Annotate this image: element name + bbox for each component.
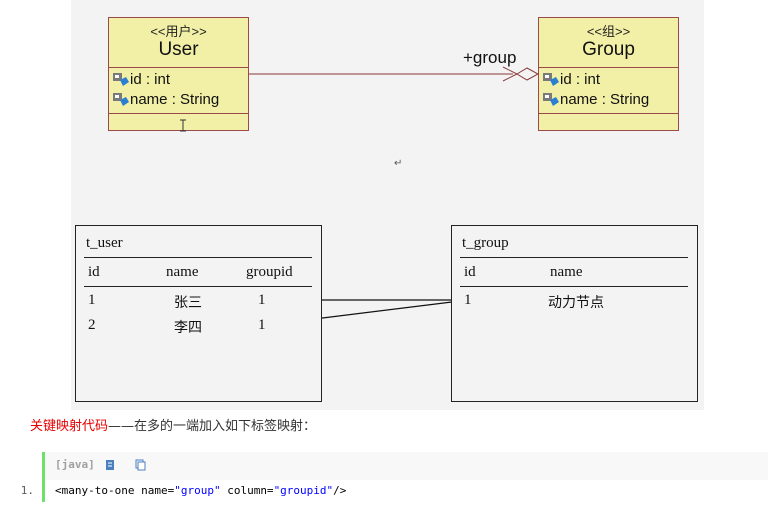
code-tag-close: />: [333, 484, 347, 497]
group-attribute-name: name : String: [539, 90, 678, 110]
column-header-name: name: [166, 264, 199, 280]
group-attribute-name-text: name : String: [560, 91, 650, 108]
uml-class-user-header: <<用户>> User: [109, 18, 248, 68]
table-cell: 动力节点: [548, 295, 604, 311]
table-cell: 李四: [174, 320, 202, 336]
column-header-groupid: groupid: [246, 264, 293, 280]
code-block: [java] 1. <many-to-one name="group" colu…: [0, 452, 770, 502]
column-header-name: name: [550, 264, 583, 280]
attribute-icon: [113, 93, 129, 106]
code-column-value: "groupid": [273, 484, 334, 497]
code-tag-open: <many-to-one name=: [55, 484, 175, 497]
group-class-name: Group: [582, 39, 635, 60]
diagram-image: <<用户>> User id : int name : String <<组>>…: [71, 0, 704, 410]
group-attribute-id-text: id : int: [560, 71, 601, 88]
user-class-name: User: [158, 39, 199, 60]
table-t-group: t_group id name 1 动力节点: [451, 225, 698, 402]
column-header-id: id: [88, 264, 100, 280]
attribute-icon: [543, 93, 559, 106]
caption-highlight: 关键映射代码: [30, 419, 109, 434]
code-line: 1. <many-to-one name="group" column="gro…: [0, 480, 770, 502]
copy-icon[interactable]: [135, 459, 146, 471]
attribute-icon: [543, 73, 559, 86]
uml-class-group: <<组>> Group id : int name : String: [538, 17, 679, 131]
table-rule: [84, 286, 312, 287]
group-attributes: id : int name : String: [539, 68, 678, 114]
caption-text: ——在多的一端加入如下标签映射：: [108, 419, 317, 434]
user-attributes: id : int name : String: [109, 68, 248, 114]
table-cell: 张三: [174, 295, 202, 311]
column-header-id: id: [464, 264, 476, 280]
group-stereotype: <<组>>: [586, 24, 631, 39]
user-attribute-name: name : String: [109, 90, 248, 110]
code-toolbar: [java]: [42, 452, 768, 480]
table-rule: [84, 257, 312, 258]
table-cell: 1: [258, 292, 266, 308]
caption: 关键映射代码——在多的一端加入如下标签映射：: [30, 415, 316, 434]
table-rule: [460, 257, 688, 258]
table-cell: 1: [258, 317, 266, 333]
aggregation-diamond: [516, 67, 540, 81]
user-attribute-id: id : int: [109, 70, 248, 90]
uml-class-user: <<用户>> User id : int name : String: [108, 17, 249, 131]
user-stereotype: <<用户>>: [150, 24, 207, 39]
user-attribute-name-text: name : String: [130, 91, 220, 108]
uml-class-group-header: <<组>> Group: [539, 18, 678, 68]
code-column-attr: column=: [220, 484, 274, 497]
table-cell: 1: [464, 292, 472, 308]
group-attribute-id: id : int: [539, 70, 678, 90]
code-name-value: "group": [174, 484, 221, 497]
line-number: 1.: [20, 484, 34, 497]
user-attribute-id-text: id : int: [130, 71, 171, 88]
paragraph-mark: ↵: [394, 158, 403, 169]
association-role-label: +group: [463, 48, 517, 67]
table-cell: 2: [88, 317, 96, 333]
table-cell: 1: [88, 292, 96, 308]
attribute-icon: [113, 73, 129, 86]
table-t-user: t_user id name groupid 1 张三 1 2 李四 1: [75, 225, 322, 402]
table-title-t-group: t_group: [462, 235, 509, 251]
table-rule: [460, 286, 688, 287]
table-title-t-user: t_user: [86, 235, 123, 251]
code-text[interactable]: <many-to-one name="group" column="groupi…: [42, 480, 770, 502]
code-language-label: [java]: [55, 458, 95, 471]
view-plain-icon[interactable]: [105, 459, 116, 471]
